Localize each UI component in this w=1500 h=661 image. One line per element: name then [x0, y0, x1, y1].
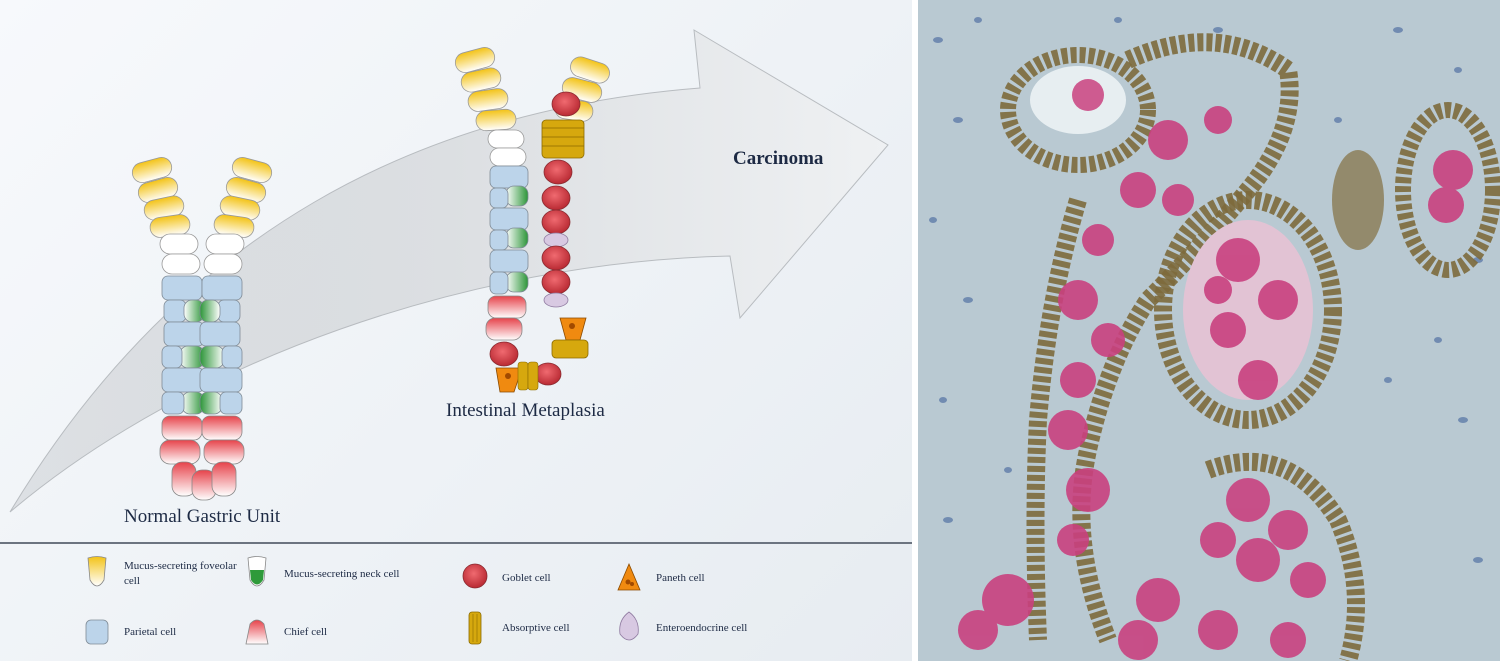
legend-label-enteroendocrine: Enteroendocrine cell	[656, 621, 748, 634]
stage-label-normal: Normal Gastric Unit	[124, 506, 281, 527]
stroma-nuclei	[929, 17, 1483, 563]
legend-item-paneth: Paneth cell	[616, 560, 705, 596]
legend-label-paneth: Paneth cell	[656, 571, 705, 584]
micrograph-canvas	[918, 0, 1500, 661]
legend-label-goblet: Goblet cell	[502, 571, 551, 584]
legend-item-chief: Chief cell	[244, 614, 327, 650]
absorptive-cell-icon	[468, 611, 482, 645]
cell-type-legend: Mucus-secreting foveolar cell Mucus-secr…	[0, 546, 912, 661]
legend-item-foveolar: Mucus-secreting foveolar cell	[84, 556, 254, 592]
progression-arrow	[9, 29, 889, 513]
legend-label-chief: Chief cell	[284, 625, 328, 638]
paneth-cell-icon	[617, 562, 641, 591]
legend-item-parietal: Parietal cell	[84, 614, 176, 650]
diagram-panel: Normal Gastric Unit Intestinal Metaplasi…	[0, 0, 912, 661]
legend-label-foveolar: Mucus-secreting foveolar cell	[124, 560, 237, 587]
diagram-canvas	[9, 29, 889, 513]
enteroendocrine-cell-icon	[619, 611, 639, 641]
chief-cell-icon	[245, 619, 269, 645]
stage-label-metaplasia: Intestinal Metaplasia	[446, 400, 605, 421]
normal-gastric-unit	[131, 157, 273, 501]
stage-label-carcinoma: Carcinoma	[733, 148, 824, 169]
foveolar-cell-icon	[87, 556, 107, 587]
legend-item-goblet: Goblet cell	[462, 560, 551, 596]
legend-label-neck: Mucus-secreting neck cell	[284, 567, 400, 580]
neck-cell-icon	[247, 556, 267, 587]
legend-divider	[0, 542, 912, 544]
legend-item-neck: Mucus-secreting neck cell	[244, 556, 399, 592]
legend-label-parietal: Parietal cell	[124, 625, 177, 638]
legend-item-enteroendocrine: Enteroendocrine cell	[616, 610, 747, 646]
legend-item-absorptive: Absorptive cell	[462, 610, 570, 646]
parietal-cell-icon	[85, 619, 109, 645]
legend-label-absorptive: Absorptive cell	[502, 621, 570, 634]
histology-micrograph	[918, 0, 1500, 661]
intestinal-metaplasia-unit	[454, 47, 610, 393]
gland-structures	[958, 33, 1500, 661]
goblet-cell-icon	[462, 563, 488, 589]
